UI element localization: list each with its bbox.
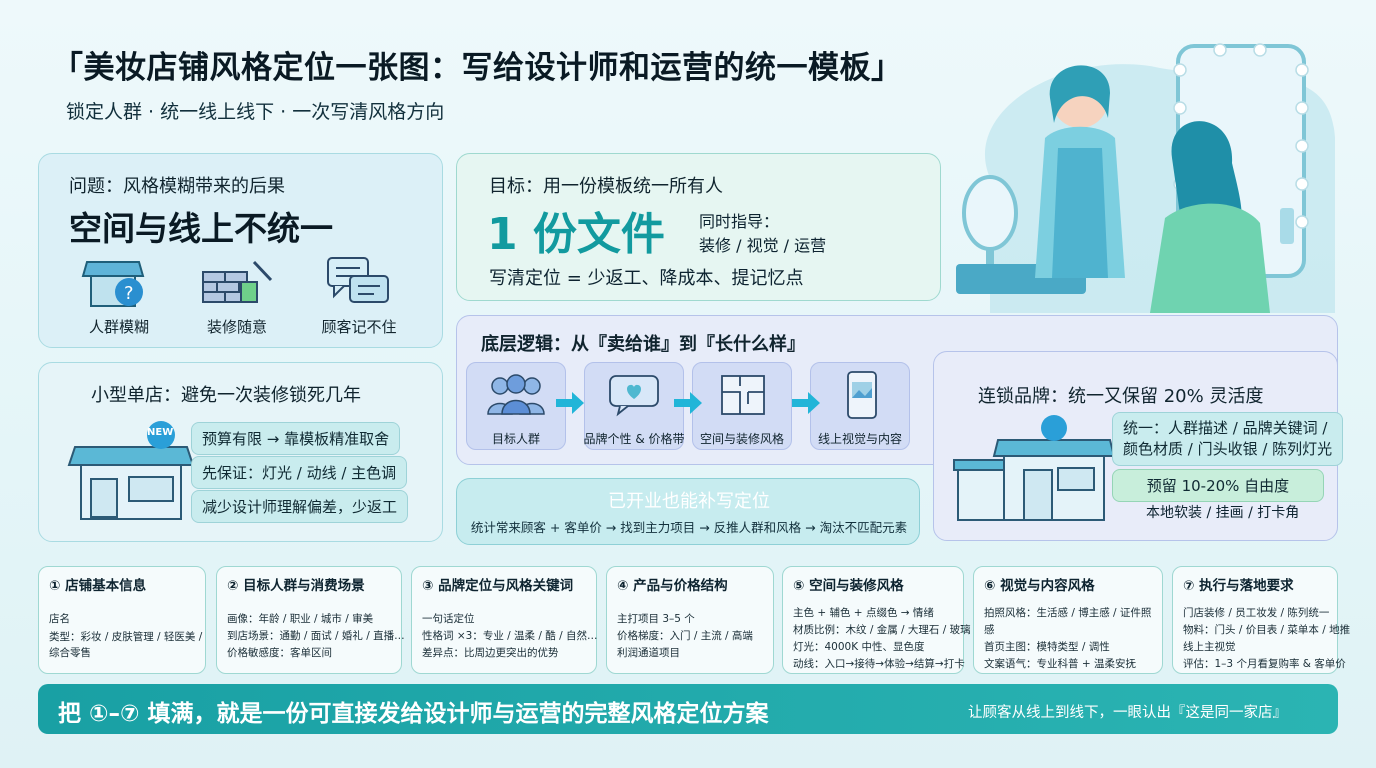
open-store-heading: 已开业也能补写定位	[608, 491, 770, 512]
section-line: 性格词 ×3：专业 / 温柔 / 酷 / 自然…	[422, 630, 598, 642]
chain-store-icon	[953, 415, 1116, 521]
section-line: 主色 + 辅色 + 点缀色 → 情绪	[793, 607, 934, 619]
section-line: 差异点：比周边更突出的优势	[422, 647, 559, 659]
section-title-6: ⑥ 视觉与内容风格	[984, 578, 1095, 594]
section-line: 材质比例：木纹 / 金属 / 大理石 / 玻璃	[793, 624, 971, 636]
floor-plan-icon	[721, 375, 765, 415]
problem-card: 问题：风格模糊带来的后果 空间与线上不统一 ? 人群模糊 装修随意 顾客记不住	[38, 153, 443, 348]
arrow-right-icon	[556, 392, 584, 414]
section-line: 动线：入口→接待→体验→结算→打卡	[793, 658, 965, 670]
section-line: 门店装修 / 员工妆发 / 陈列统一	[1183, 607, 1330, 619]
goal-heading: 目标：用一份模板统一所有人	[489, 176, 723, 197]
section-card-5: ⑤ 空间与装修风格 主色 + 辅色 + 点缀色 → 情绪 材质比例：木纹 / 金…	[782, 566, 971, 674]
section-line: 物料：门头 / 价目表 / 菜单本 / 地推	[1183, 624, 1351, 636]
section-line: 一句话定位	[422, 613, 475, 625]
problem-headline: 空间与线上不统一	[69, 209, 333, 248]
new-badge: NEW	[147, 427, 174, 438]
section-line: 综合零售	[49, 647, 91, 659]
goal-guide-title: 同时指导：	[699, 212, 780, 231]
section-card-3: ③ 品牌定位与风格关键词 一句话定位 性格词 ×3：专业 / 温柔 / 酷 / …	[411, 566, 597, 674]
section-line: 主打项目 3–5 个	[617, 613, 695, 625]
small-store-point-3: 减少设计师理解偏差，少返工	[191, 490, 409, 523]
page-subtitle: 锁定人群 · 统一线上线下 · 一次写清风格方向	[66, 101, 445, 123]
small-store-heading: 小型单店：避免一次装修锁死几年	[91, 385, 361, 406]
chain-unify-line-1: 统一：人群描述 / 品牌关键词 /	[1123, 419, 1328, 437]
step-label-1: 目标人群	[491, 432, 540, 446]
chain-unify-box: 统一：人群描述 / 品牌关键词 / 颜色材质 / 门头收银 / 陈列灯光	[1112, 412, 1344, 466]
section-title-2: ② 目标人群与消费场景	[227, 578, 365, 594]
section-card-2: ② 目标人群与消费场景 画像：年龄 / 职业 / 城市 / 审美 到店场景：通勤…	[216, 566, 405, 674]
chain-card: 连锁品牌：统一又保留 20% 灵活度 统一：人群描述 / 品牌关键词 / 颜色材…	[933, 351, 1344, 541]
step-label-3: 空间与装修风格	[699, 432, 784, 446]
chain-local: 本地软装 / 挂画 / 打卡角	[1146, 505, 1300, 521]
section-title-5: ⑤ 空间与装修风格	[793, 578, 904, 594]
small-store-point-2: 先保证：灯光 / 动线 / 主色调	[191, 456, 408, 489]
chat-bubbles-icon	[327, 257, 389, 303]
phone-image-icon	[847, 371, 877, 419]
section-line: 利润通道项目	[617, 647, 680, 659]
open-store-detail: 统计常来顾客 + 客单价 → 找到主力项目 → 反推人群和风格 → 淘汰不匹配元…	[470, 520, 908, 535]
section-title-1: ① 店铺基本信息	[49, 578, 147, 594]
problem-item-people: 人群模糊	[88, 318, 149, 336]
section-line: 评估：1–3 个月看复购率 & 客单价	[1183, 658, 1346, 670]
section-line: 到店场景：通勤 / 面试 / 婚礼 / 直播…	[227, 630, 405, 642]
problem-heading: 问题：风格模糊带来的后果	[69, 176, 285, 197]
chain-heading: 连锁品牌：统一又保留 20% 灵活度	[978, 386, 1264, 407]
storefront-question-icon: ?	[81, 261, 145, 307]
page-title: 「美妆店铺风格定位一张图：写给设计师和运营的统一模板」	[52, 50, 903, 86]
brick-wall-paint-icon	[202, 260, 273, 303]
small-store-card: 小型单店：避免一次装修锁死几年 NEW 预算有限 → 靠模板精准取舍 先保证：灯…	[38, 362, 443, 542]
chat-heart-icon	[609, 375, 659, 417]
section-title-7: ⑦ 执行与落地要求	[1183, 578, 1294, 594]
small-store-point-1: 预算有限 → 靠模板精准取舍	[191, 422, 401, 455]
logic-heading: 底层逻辑：从『卖给谁』到『长什么样』	[481, 334, 805, 355]
chain-unify-line-2: 颜色材质 / 门头收银 / 陈列灯光	[1123, 440, 1333, 458]
section-line: 画像：年龄 / 职业 / 城市 / 审美	[227, 613, 374, 625]
svg-text:?: ?	[124, 283, 134, 304]
section-line: 首页主图：模特类型 / 调性	[984, 641, 1110, 653]
section-card-1: ① 店铺基本信息 店名 类型：彩妆 / 皮肤管理 / 轻医美 / 综合零售	[38, 566, 206, 674]
section-line: 价格敏感度：客单区间	[227, 647, 332, 659]
section-title-4: ④ 产品与价格结构	[617, 578, 728, 594]
section-line: 线上主视觉	[1183, 641, 1236, 653]
goal-summary: 写清定位 = 少返工、降成本、提记忆点	[489, 268, 804, 289]
section-line: 文案语气：专业科普 + 温柔安抚	[984, 658, 1136, 670]
makeup-artist-illustration	[956, 43, 1335, 313]
section-title-3: ③ 品牌定位与风格关键词	[422, 578, 574, 594]
section-line: 拍照风格：生活感 / 博主感 / 证件照	[984, 607, 1152, 619]
arrow-right-icon	[792, 392, 820, 414]
summary-banner	[38, 684, 1338, 734]
chain-reserve: 预留 10-20% 自由度	[1112, 469, 1324, 502]
goal-card: 目标：用一份模板统一所有人 1 份文件 同时指导： 装修 / 视觉 / 运营 写…	[456, 153, 941, 301]
summary-banner-side: 让顾客从线上到线下，一眼认出『这是同一家店』	[968, 705, 1287, 721]
goal-guide-roles: 装修 / 视觉 / 运营	[699, 236, 827, 255]
people-group-icon	[487, 374, 545, 415]
open-store-card: 已开业也能补写定位 统计常来顾客 + 客单价 → 找到主力项目 → 反推人群和风…	[456, 478, 920, 545]
step-label-2: 品牌个性 & 价格带	[583, 432, 685, 446]
problem-item-memory: 顾客记不住	[321, 318, 397, 336]
summary-banner-main: 把 ①–⑦ 填满，就是一份可直接发给设计师与运营的完整风格定位方案	[58, 701, 769, 727]
section-line: 感	[984, 624, 995, 636]
section-line: 价格梯度：入门 / 主流 / 高端	[617, 630, 753, 642]
goal-big-number: 1 份文件	[487, 209, 665, 260]
problem-item-decor: 装修随意	[206, 318, 267, 336]
step-label-4: 线上视觉与内容	[817, 432, 902, 446]
section-line: 类型：彩妆 / 皮肤管理 / 轻医美 /	[49, 631, 203, 643]
section-card-7: ⑦ 执行与落地要求 门店装修 / 员工妆发 / 陈列统一 物料：门头 / 价目表…	[1172, 566, 1351, 674]
arrow-right-icon	[674, 392, 702, 414]
section-card-6: ⑥ 视觉与内容风格 拍照风格：生活感 / 博主感 / 证件照 感 首页主图：模特…	[973, 566, 1163, 674]
section-card-4: ④ 产品与价格结构 主打项目 3–5 个 价格梯度：入门 / 主流 / 高端 利…	[606, 566, 774, 674]
section-line: 灯光：4000K 中性、显色度	[793, 641, 925, 653]
small-storefront-icon	[67, 421, 195, 520]
section-line: 店名	[49, 613, 70, 625]
